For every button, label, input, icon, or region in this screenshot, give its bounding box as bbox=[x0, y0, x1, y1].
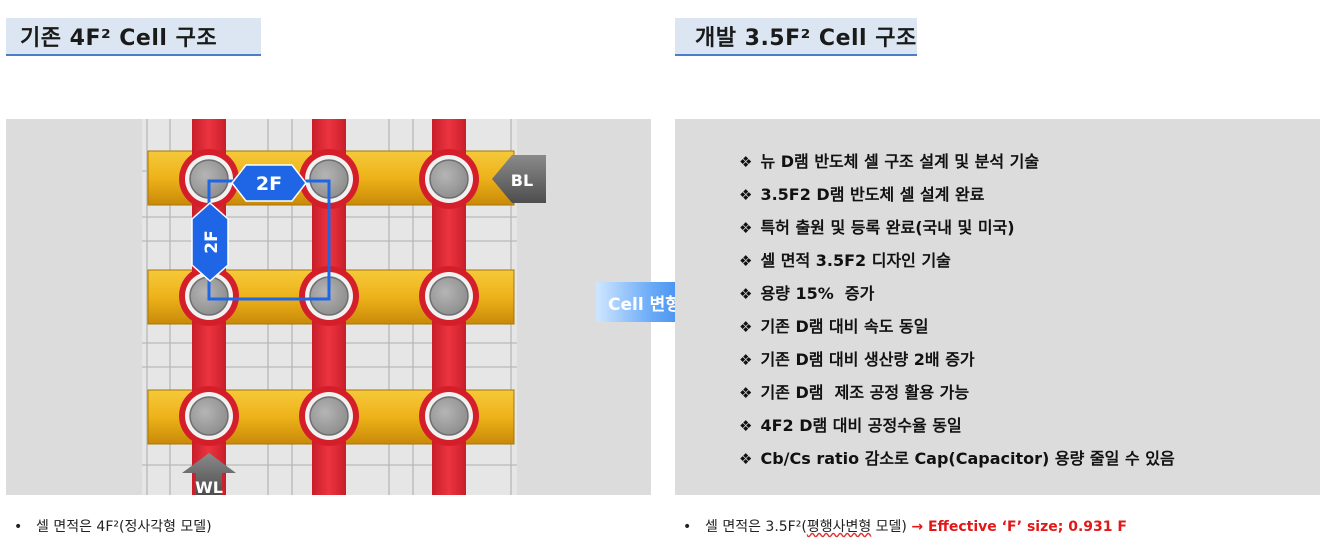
bitline-label: BL bbox=[511, 171, 533, 190]
dimension-horizontal: 2F bbox=[231, 164, 307, 202]
capacitor-cell bbox=[419, 386, 479, 446]
feature-panel: ❖뉴 D램 반도체 셀 구조 설계 및 분석 기술 ❖3.5F2 D램 반도체 … bbox=[675, 119, 1320, 495]
bitline-arrow: BL bbox=[492, 155, 546, 203]
cell-diagram: 2F 2F BL WL bbox=[142, 119, 546, 495]
feature-item: ❖기존 D램 제조 공정 활용 가능 bbox=[739, 383, 970, 402]
note-bullet: • bbox=[14, 519, 23, 535]
capacitor-cell bbox=[419, 266, 479, 326]
feature-item: ❖뉴 D램 반도체 셀 구조 설계 및 분석 기술 bbox=[739, 152, 1040, 171]
diamond-bullet-icon: ❖ bbox=[739, 153, 753, 171]
diamond-bullet-icon: ❖ bbox=[739, 219, 753, 237]
feature-list: ❖뉴 D램 반도체 셀 구조 설계 및 분석 기술 ❖3.5F2 D램 반도체 … bbox=[739, 145, 1175, 475]
right-area-note: • 셀 면적은 3.5F²(평행사변형 모델) → Effective ‘F’ s… bbox=[683, 516, 1127, 536]
feature-item: ❖특허 출원 및 등록 완료(국내 및 미국) bbox=[739, 218, 1015, 237]
capacitor-cell bbox=[179, 149, 239, 209]
right-note-wavy: 평행사변형 bbox=[806, 519, 872, 535]
diamond-bullet-icon: ❖ bbox=[739, 384, 753, 402]
right-note-prefix: 셀 면적은 3.5F²( bbox=[705, 519, 807, 535]
note-bullet: • bbox=[683, 519, 692, 535]
dimension-vertical: 2F bbox=[191, 201, 229, 283]
left-area-note: • 셀 면적은 4F²(정사각형 모델) bbox=[14, 516, 212, 536]
wordline-arrow-shape bbox=[182, 453, 236, 495]
wordline-arrow: WL bbox=[182, 453, 236, 495]
diamond-bullet-icon: ❖ bbox=[739, 186, 753, 204]
capacitor-cells bbox=[179, 149, 479, 446]
feature-item: ❖3.5F2 D램 반도체 셀 설계 완료 bbox=[739, 185, 985, 204]
dimension-label-horizontal: 2F bbox=[256, 173, 282, 195]
diamond-bullet-icon: ❖ bbox=[739, 318, 753, 336]
effective-size-highlight: → Effective ‘F’ size; 0.931 F bbox=[911, 519, 1127, 535]
right-note-mid: 모델) bbox=[871, 519, 912, 535]
cell-transform-label: Cell 변형 bbox=[608, 295, 681, 315]
feature-item: ❖기존 D램 대비 속도 동일 bbox=[739, 317, 929, 336]
feature-item: ❖Cb/Cs ratio 감소로 Cap(Capacitor) 용량 줄일 수 … bbox=[739, 449, 1175, 468]
dimension-arrow-horizontal bbox=[231, 164, 307, 202]
feature-item: ❖용량 15% 증가 bbox=[739, 284, 875, 303]
diamond-bullet-icon: ❖ bbox=[739, 351, 753, 369]
diamond-bullet-icon: ❖ bbox=[739, 417, 753, 435]
diamond-bullet-icon: ❖ bbox=[739, 285, 753, 303]
wordline-label: WL bbox=[195, 478, 223, 495]
left-section-title: 기존 4F² Cell 구조 bbox=[6, 18, 261, 56]
right-section-title: 개발 3.5F² Cell 구조 bbox=[675, 18, 917, 56]
capacitor-cell bbox=[179, 386, 239, 446]
dimension-label-vertical: 2F bbox=[202, 230, 222, 253]
diamond-bullet-icon: ❖ bbox=[739, 252, 753, 270]
bitline-arrow-shape bbox=[492, 155, 546, 203]
diamond-bullet-icon: ❖ bbox=[739, 450, 753, 468]
capacitor-cell bbox=[419, 149, 479, 209]
left-area-note-text: 셀 면적은 4F²(정사각형 모델) bbox=[36, 519, 212, 535]
dimension-arrow-vertical bbox=[191, 201, 229, 283]
feature-item: ❖기존 D램 대비 생산량 2배 증가 bbox=[739, 350, 975, 369]
cell-diagram-panel: 2F 2F BL WL bbox=[6, 119, 651, 495]
capacitor-cell bbox=[299, 386, 359, 446]
feature-item: ❖4F2 D램 대비 공정수율 동일 bbox=[739, 416, 962, 435]
feature-item: ❖셀 면적 3.5F2 디자인 기술 bbox=[739, 251, 951, 270]
